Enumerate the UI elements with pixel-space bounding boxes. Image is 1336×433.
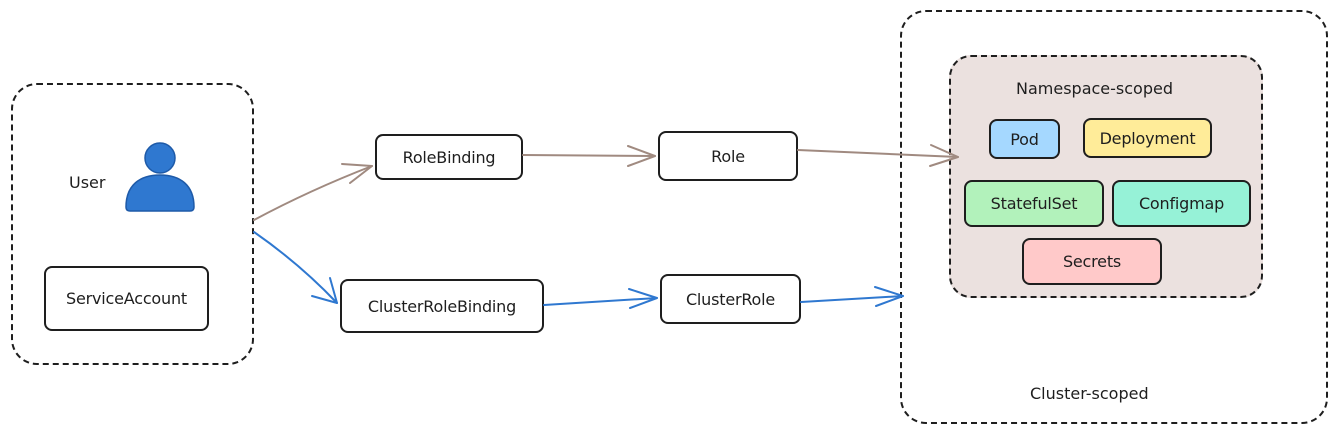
- cluster-role-binding-label: ClusterRoleBinding: [367, 296, 517, 316]
- deployment-node: Deployment: [1083, 118, 1212, 158]
- arrowhead-role: [627, 145, 656, 167]
- edge-clusterrolebinding-to-clusterrole: [543, 297, 658, 306]
- secrets-label: Secrets: [1062, 252, 1122, 271]
- role-binding-label: RoleBinding: [402, 147, 496, 167]
- arrowhead-clusterrole: [628, 288, 658, 309]
- configmap-node: Configmap: [1112, 180, 1251, 227]
- subjects-group: [11, 83, 254, 365]
- role-label: Role: [711, 146, 745, 166]
- role-node: Role: [658, 131, 798, 181]
- role-binding-node: RoleBinding: [375, 134, 523, 180]
- cluster-scope-label: Cluster-scoped: [1030, 384, 1149, 403]
- edge-clusterrole-to-cluster: [800, 295, 904, 303]
- edge-rolebinding-to-role: [522, 154, 656, 157]
- configmap-label: Configmap: [1138, 194, 1225, 213]
- cluster-role-label: ClusterRole: [685, 289, 776, 309]
- person-icon: [125, 142, 195, 212]
- arrowhead-rolebinding: [341, 163, 373, 184]
- cluster-role-node: ClusterRole: [660, 274, 801, 324]
- edge-subjects-to-rolebinding: [253, 165, 373, 221]
- arrowhead-clusterrolebinding: [311, 277, 338, 304]
- edge-subjects-to-clusterrolebinding: [253, 231, 338, 304]
- secrets-node: Secrets: [1022, 238, 1162, 285]
- deployment-label: Deployment: [1099, 128, 1196, 148]
- statefulset-label: StatefulSet: [990, 194, 1078, 213]
- arrowhead-namespace: [929, 144, 959, 167]
- cluster-role-binding-node: ClusterRoleBinding: [340, 279, 544, 333]
- service-account-label: ServiceAccount: [66, 289, 187, 308]
- user-label: User: [69, 173, 106, 192]
- pod-label: Pod: [1010, 129, 1039, 149]
- arrowhead-cluster: [874, 286, 904, 307]
- service-account-node: ServiceAccount: [44, 266, 209, 331]
- statefulset-node: StatefulSet: [964, 180, 1104, 227]
- pod-node: Pod: [989, 119, 1060, 159]
- namespace-scope-label: Namespace-scoped: [1016, 79, 1173, 98]
- cluster-scope-group: [900, 10, 1328, 424]
- edge-role-to-namespace: [797, 149, 959, 158]
